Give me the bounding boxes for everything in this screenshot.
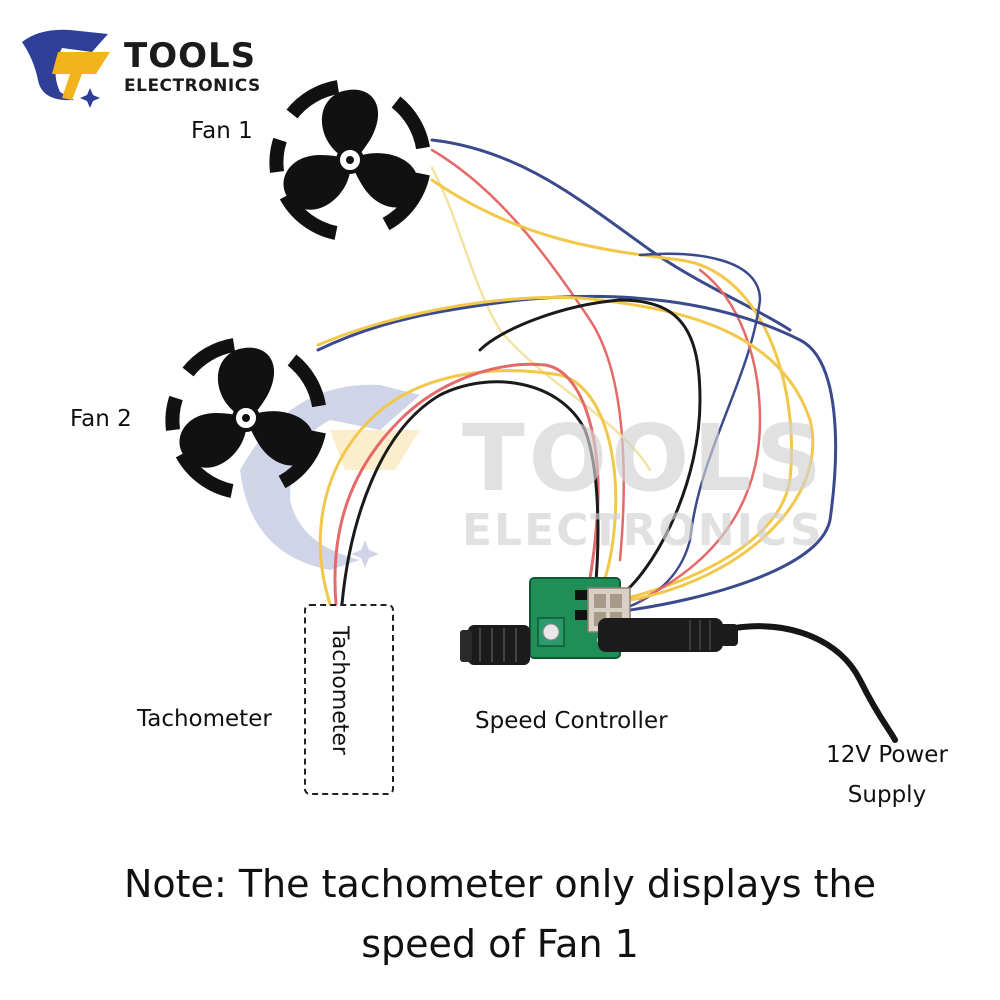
watermark-title: TOOLS [462,405,827,512]
watermark-subtitle: ELECTRONICS [462,505,824,556]
note-line-1: Note: The tachometer only displays the [123,862,876,906]
brand-name: TOOLS [124,36,257,76]
power-supply-label-line2: Supply [847,782,927,808]
fan-1-label: Fan 1 [191,118,253,144]
tachometer-device [304,604,394,795]
note-line-2: speed of Fan 1 [361,922,639,966]
fan-2-label: Fan 2 [70,406,132,432]
speed-controller-device [460,577,738,665]
brand-subtitle: ELECTRONICS [124,76,261,96]
tools-electronics-logo-icon [22,29,110,108]
speed-controller-label: Speed Controller [475,708,668,734]
fan-1-icon [276,87,423,233]
power-supply-label-line1: 12V Power [826,742,948,768]
tachometer-device-label: Tachometer [327,626,352,755]
tachometer-label: Tachometer [137,706,272,732]
wires [316,138,898,743]
